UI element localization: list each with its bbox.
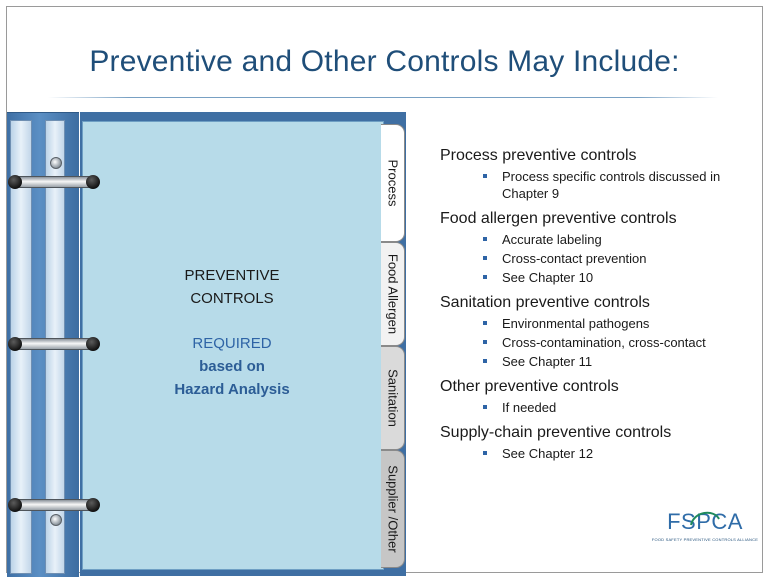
list-item: Accurate labeling [440,231,760,248]
tab-label-supplier-other: Supplier /Other [385,465,400,553]
logo-swoosh-icon [690,511,720,526]
control-group-process: Process preventive controls Process spec… [440,146,760,202]
list-item: If needed [440,399,760,416]
control-group-food-allergen: Food allergen preventive controls Accura… [440,209,760,286]
ring-end-icon [8,498,22,512]
panel-text-hazard-analysis: Hazard Analysis [174,381,290,398]
category-heading: Food allergen preventive controls [440,210,677,227]
list-item: See Chapter 10 [440,269,760,286]
tab-supplier-other: Supplier /Other [381,450,405,568]
ring-end-icon [86,498,100,512]
rivet-icon [50,157,62,169]
ring-end-icon [86,337,100,351]
list-item: See Chapter 12 [440,445,760,462]
tab-process: Process [381,124,405,242]
ring-end-icon [8,175,22,189]
list-item: Environmental pathogens [440,315,760,332]
logo-text-fs: FS [667,509,697,534]
panel-text-controls: CONTROLS [190,290,274,307]
tab-label-food-allergen: Food Allergen [385,253,400,335]
controls-list: Process preventive controls Process spec… [440,146,760,469]
category-heading: Supply-chain preventive controls [440,424,672,441]
binder-ring-bottom [14,499,94,511]
panel-text-preventive: PREVENTIVE [184,267,280,284]
ring-end-icon [8,337,22,351]
list-item: Process specific controls discussed in C… [440,168,760,202]
panel-text-based-on: based on [199,358,265,375]
slide-title: Preventive and Other Controls May Includ… [89,45,680,78]
binder-ring-top [14,176,94,188]
category-heading: Other preventive controls [440,378,619,395]
divider-page [82,121,384,570]
list-item: See Chapter 11 [440,353,760,370]
category-heading: Sanitation preventive controls [440,294,650,311]
list-item: Cross-contamination, cross-contact [440,334,760,351]
tab-label-process: Process [385,159,400,207]
rivet-icon [50,514,62,526]
list-item: Cross-contact prevention [440,250,760,267]
panel-text-required: REQUIRED [192,335,272,352]
ring-end-icon [86,175,100,189]
control-group-supply-chain: Supply-chain preventive controls See Cha… [440,423,760,462]
title-divider [48,97,718,98]
tab-label-sanitation: Sanitation [385,369,400,427]
tab-sanitation: Sanitation [381,346,405,450]
logo-tagline: FOOD SAFETY PREVENTIVE CONTROLS ALLIANCE [651,537,759,542]
fspca-logo: FS PCA FOOD SAFETY PREVENTIVE CONTROLS A… [650,509,760,559]
category-heading: Process preventive controls [440,147,637,164]
tab-food-allergen: Food Allergen [381,242,405,346]
control-group-sanitation: Sanitation preventive controls Environme… [440,293,760,370]
control-group-other: Other preventive controls If needed [440,377,760,416]
